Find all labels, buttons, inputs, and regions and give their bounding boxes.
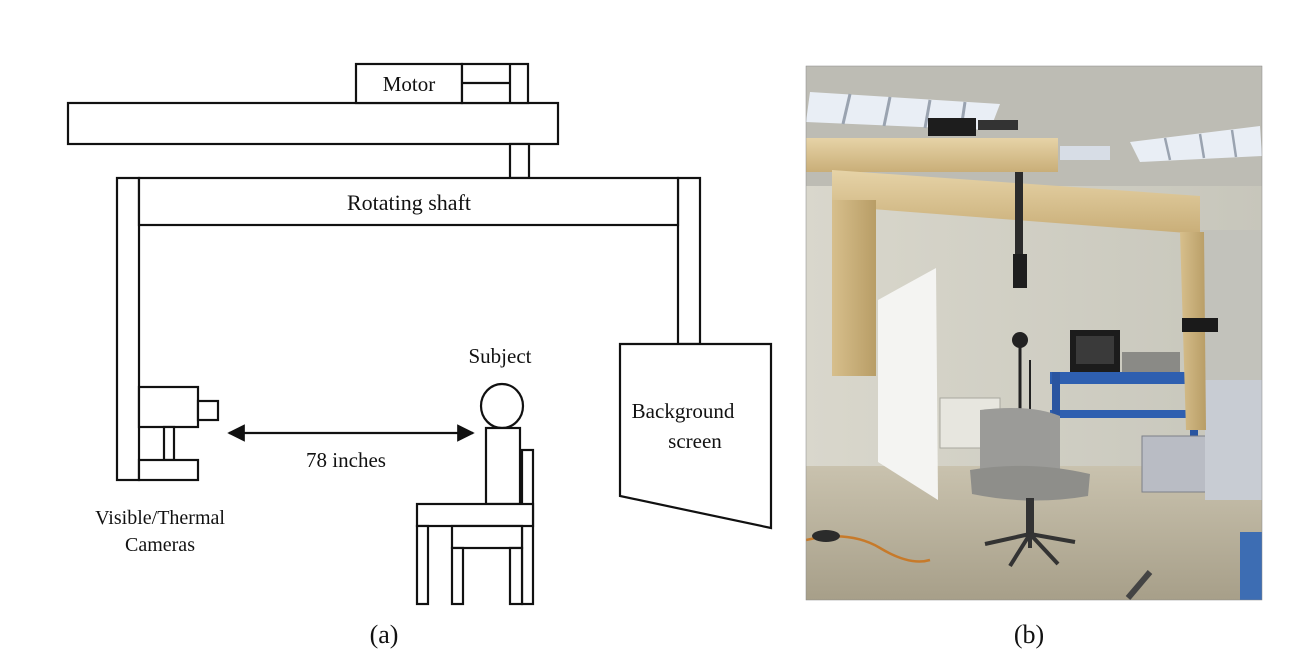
ceiling-vent xyxy=(1060,146,1110,160)
camera-mount-post xyxy=(162,425,176,462)
photo-background-screen xyxy=(878,268,938,500)
photo-motor xyxy=(928,118,976,136)
motor-label: Motor xyxy=(383,72,436,96)
floor-pipe xyxy=(1125,570,1153,600)
camera-base xyxy=(137,458,200,482)
distance-label: 78 inches xyxy=(306,448,386,472)
top-beam xyxy=(66,101,560,146)
desk-right xyxy=(1205,380,1262,500)
chair-crossbar xyxy=(450,524,524,550)
diagram-panel-a: Motor Rotating shaft Visible/Thermal Cam… xyxy=(66,62,773,649)
camera-body xyxy=(137,385,200,429)
floor-object xyxy=(812,530,840,542)
hanging-rod-tip xyxy=(1013,254,1027,288)
right-frame-leg xyxy=(676,176,702,346)
background-screen-label-line2: screen xyxy=(668,429,722,453)
cart-corner xyxy=(1240,532,1262,600)
chair-front-leg xyxy=(415,524,430,606)
subject-torso xyxy=(484,426,522,506)
wood-top-beam xyxy=(806,138,1058,172)
chair-back-leg xyxy=(508,546,524,606)
wood-left-post xyxy=(832,200,876,376)
left-frame-leg xyxy=(115,176,141,482)
rotating-shaft-label: Rotating shaft xyxy=(347,190,471,215)
background-screen xyxy=(618,342,773,530)
camera-lens xyxy=(196,399,220,422)
subject-head xyxy=(479,382,525,430)
cameras-label-line2: Cameras xyxy=(125,534,195,556)
chair-mid-leg xyxy=(450,546,465,606)
subject-label: Subject xyxy=(469,344,532,368)
background-screen-label-line1: Background xyxy=(632,399,735,423)
motor-box xyxy=(354,62,464,105)
panel-a-caption: (a) xyxy=(370,620,399,649)
cameras-label-line1: Visible/Thermal xyxy=(95,507,225,529)
ceiling-light-right xyxy=(1130,126,1262,162)
photo-motor-bracket xyxy=(978,120,1018,130)
hanging-rod xyxy=(1015,172,1023,254)
panel-b-caption: (b) xyxy=(1014,620,1044,649)
vertical-shaft xyxy=(508,142,531,180)
rotating-shaft-bar xyxy=(137,176,680,227)
chair-seat xyxy=(415,502,535,528)
photo-panel-b: (b) xyxy=(805,65,1263,649)
photo-frame xyxy=(805,65,1263,601)
photo-camera xyxy=(1182,318,1218,332)
photo-office-chair xyxy=(970,408,1090,568)
